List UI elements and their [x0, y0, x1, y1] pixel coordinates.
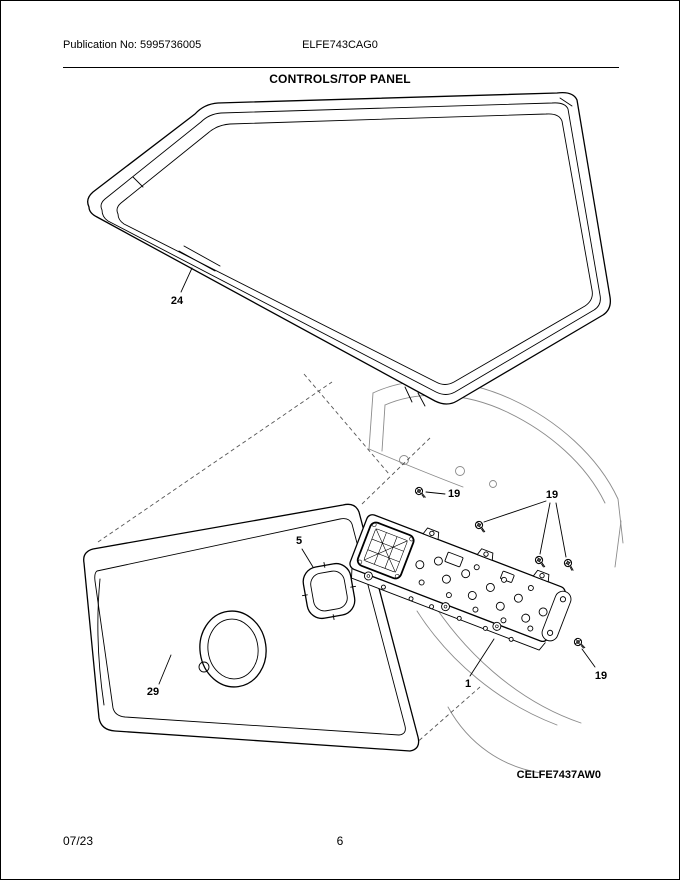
callout-screw-top: 19 — [425, 488, 460, 500]
screw-icon — [473, 519, 489, 534]
footer-date: 07/23 — [63, 834, 94, 848]
projection-lines — [97, 373, 481, 746]
callout-label-1: 1 — [465, 678, 471, 690]
callout-gasket: 5 — [296, 535, 314, 568]
header-divider — [63, 67, 619, 68]
callout-label-24: 24 — [171, 295, 184, 307]
section-title: CONTROLS/TOP PANEL — [269, 72, 411, 86]
callout-label-19-right: 19 — [546, 489, 558, 501]
callout-label-5: 5 — [296, 535, 302, 547]
screw-icon — [562, 557, 578, 572]
footer-page-number: 6 — [336, 834, 344, 848]
callout-label-19-top: 19 — [448, 488, 460, 500]
callout-label-19-bottom: 19 — [595, 670, 607, 682]
screw-icon — [573, 637, 588, 650]
control-board-part — [349, 514, 572, 651]
callout-control-panel: 29 — [147, 654, 172, 698]
top-panel-part — [87, 92, 611, 407]
gasket-part — [301, 561, 357, 621]
publication-number: Publication No: 5995736005 — [63, 39, 202, 51]
connector-block — [356, 521, 415, 580]
callout-top-panel: 24 — [171, 267, 193, 307]
diagram-code: CELFE7437AW0 — [517, 769, 601, 781]
callout-label-29: 29 — [147, 686, 159, 698]
callout-control-board: 1 — [465, 638, 495, 690]
screw-icon — [413, 486, 429, 499]
screw-icon — [533, 554, 549, 569]
model-number: ELFE743CAG0 — [302, 39, 378, 51]
callout-screws-right: 19 — [483, 489, 567, 558]
callout-screw-bottom: 19 — [581, 648, 607, 682]
